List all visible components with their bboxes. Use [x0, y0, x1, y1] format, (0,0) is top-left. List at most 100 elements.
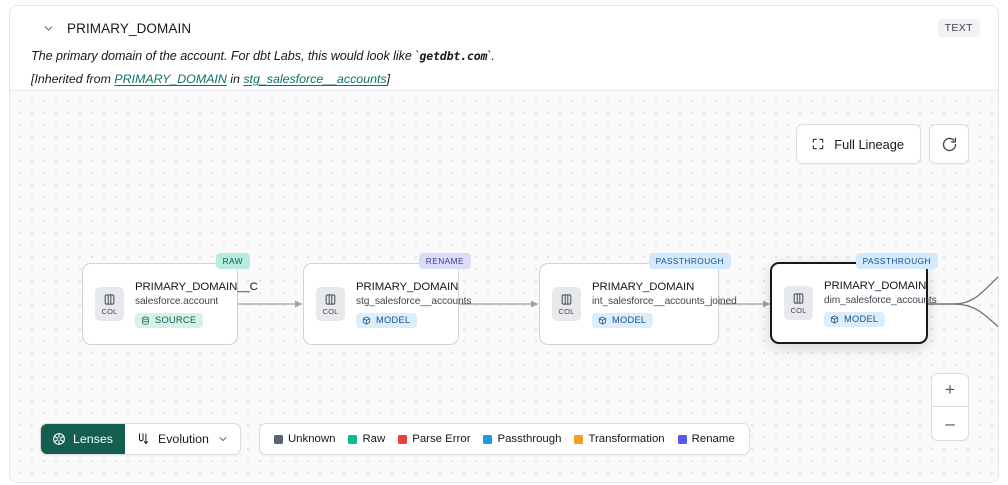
- evolution-dropdown[interactable]: Evolution: [124, 424, 240, 454]
- lineage-node[interactable]: PASSTHROUGH COL PRIMARY_DOMAIN int_sales…: [539, 253, 737, 345]
- lineage-node-selected[interactable]: PASSTHROUGH COL PRIMARY_DOMAIN dim_sales…: [770, 253, 938, 344]
- chevron-down-icon: [217, 433, 229, 445]
- legend-swatch: [677, 434, 687, 444]
- node-type-label: MODEL: [376, 315, 411, 325]
- legend-item: Transformation: [574, 433, 665, 445]
- database-icon: [141, 316, 150, 325]
- node-subtitle: stg_salesforce__accounts: [356, 295, 472, 307]
- node-body: PRIMARY_DOMAIN dim_salesforce_accounts M…: [824, 280, 937, 327]
- column-icon: [103, 293, 116, 306]
- lineage-node[interactable]: RENAME COL PRIMARY_DOMAIN stg_salesforce…: [303, 253, 472, 345]
- aperture-icon: [52, 432, 66, 446]
- inherited-mid: in: [226, 72, 244, 86]
- refresh-icon: [941, 136, 958, 153]
- column-chip: COL: [95, 287, 124, 321]
- legend-swatch: [348, 434, 358, 444]
- node-type-label: MODEL: [844, 314, 879, 324]
- legend-label: Unknown: [287, 433, 336, 445]
- legend: Unknown Raw Parse Error Passthrough: [258, 423, 750, 455]
- zoom-controls: + –: [931, 373, 969, 441]
- inherited-model-link[interactable]: stg_salesforce__accounts: [243, 72, 387, 86]
- lenses-button[interactable]: Lenses: [41, 424, 125, 454]
- legend-label: Rename: [691, 433, 735, 445]
- legend-item: Parse Error: [398, 433, 470, 445]
- node-type-label: SOURCE: [155, 315, 197, 325]
- description-text-end: `.: [487, 49, 495, 63]
- cube-icon: [830, 315, 839, 324]
- node-body: PRIMARY_DOMAIN__C salesforce.account SOU…: [135, 281, 258, 328]
- node-subtitle: int_salesforce__accounts_joined: [592, 295, 737, 307]
- cube-icon: [362, 316, 371, 325]
- node-name: PRIMARY_DOMAIN: [592, 280, 695, 293]
- column-chip: COL: [316, 287, 345, 321]
- column-icon: [792, 292, 805, 305]
- node-type-badge: SOURCE: [135, 312, 204, 328]
- lenses-label: Lenses: [73, 432, 113, 446]
- node-tag: PASSTHROUGH: [855, 253, 938, 269]
- column-chip: COL: [784, 286, 813, 320]
- zoom-in-button[interactable]: +: [932, 374, 968, 407]
- column-type-badge: TEXT: [937, 19, 980, 37]
- legend-item: Unknown: [273, 433, 336, 445]
- node-type-badge: MODEL: [356, 312, 418, 328]
- legend-swatch: [273, 434, 283, 444]
- node-type-badge: MODEL: [592, 312, 654, 328]
- inherited-prefix: [Inherited from: [31, 72, 115, 86]
- flow-merge-icon: [136, 432, 150, 446]
- canvas-toolbar: Full Lineage: [796, 124, 969, 164]
- cube-icon: [598, 316, 607, 325]
- node-body: PRIMARY_DOMAIN int_salesforce__accounts_…: [592, 281, 737, 328]
- chevron-down-icon[interactable]: [40, 20, 56, 36]
- legend-swatch: [574, 434, 584, 444]
- evolution-label: Evolution: [157, 432, 209, 446]
- node-subtitle: dim_salesforce_accounts: [824, 294, 937, 306]
- node-body: PRIMARY_DOMAIN stg_salesforce__accounts …: [356, 280, 472, 328]
- card-header: PRIMARY_DOMAIN TEXT The primary domain o…: [10, 6, 998, 90]
- node-subtitle: salesforce.account: [135, 295, 219, 307]
- column-chip-label: COL: [558, 306, 575, 316]
- zoom-out-button[interactable]: –: [945, 413, 955, 433]
- description-text: The primary domain of the account. For d…: [31, 49, 420, 63]
- column-icon: [560, 293, 573, 306]
- refresh-button[interactable]: [929, 124, 969, 164]
- lineage-canvas[interactable]: Full Lineage: [10, 90, 998, 482]
- graph-container[interactable]: RAW COL PRIMARY_DOMAIN__C salesforce.acc…: [10, 91, 998, 482]
- description-code: getdbt.com: [419, 49, 488, 63]
- node-name: PRIMARY_DOMAIN__C: [135, 280, 258, 293]
- column-chip-label: COL: [101, 306, 118, 316]
- legend-label: Raw: [362, 433, 386, 445]
- title-row: PRIMARY_DOMAIN: [28, 17, 980, 39]
- inherited-from-line: [Inherited from PRIMARY_DOMAIN in stg_sa…: [31, 72, 980, 86]
- legend-item: Raw: [348, 433, 385, 445]
- node-tag: RENAME: [418, 253, 471, 269]
- column-chip-label: COL: [790, 305, 807, 315]
- node-name: PRIMARY_DOMAIN: [356, 280, 459, 293]
- page-title: PRIMARY_DOMAIN: [67, 20, 192, 36]
- legend-item: Passthrough: [483, 433, 561, 445]
- inherited-column-link[interactable]: PRIMARY_DOMAIN: [114, 72, 227, 86]
- node-tag: RAW: [215, 253, 250, 269]
- bottom-toolbar: Lenses Evolution U: [40, 423, 750, 455]
- full-lineage-button[interactable]: Full Lineage: [796, 124, 921, 164]
- node-type-badge: MODEL: [824, 311, 886, 327]
- full-lineage-label: Full Lineage: [834, 136, 904, 152]
- expand-corners-icon: [811, 137, 825, 151]
- legend-swatch: [483, 434, 493, 444]
- node-name: PRIMARY_DOMAIN: [824, 279, 927, 292]
- node-type-label: MODEL: [612, 315, 647, 325]
- legend-label: Passthrough: [497, 433, 562, 445]
- graph-edges: [237, 276, 998, 328]
- column-icon: [324, 293, 337, 306]
- legend-item: Rename: [677, 433, 735, 445]
- node-tag: PASSTHROUGH: [648, 253, 731, 269]
- legend-label: Transformation: [588, 433, 665, 445]
- legend-label: Parse Error: [412, 433, 471, 445]
- column-detail-card: PRIMARY_DOMAIN TEXT The primary domain o…: [9, 5, 999, 483]
- column-chip: COL: [552, 287, 581, 321]
- lineage-node[interactable]: RAW COL PRIMARY_DOMAIN__C salesforce.acc…: [82, 253, 258, 345]
- inherited-suffix: ]: [386, 72, 391, 86]
- column-description: The primary domain of the account. For d…: [31, 49, 980, 63]
- legend-swatch: [398, 434, 408, 444]
- lenses-evolution-group: Lenses Evolution: [40, 423, 241, 455]
